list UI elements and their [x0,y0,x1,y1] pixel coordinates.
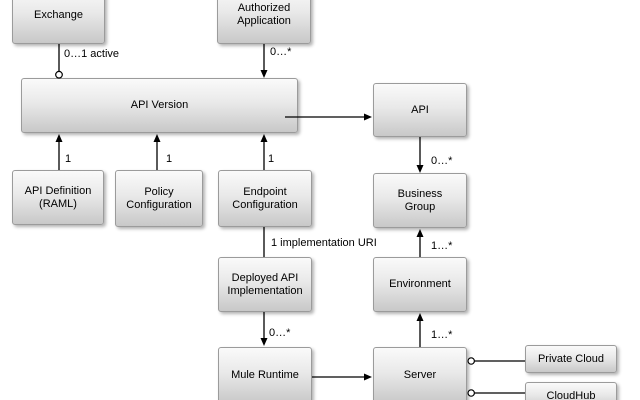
node-endpoint-configuration: Endpoint Configuration [218,170,312,227]
node-server: Server [373,347,467,400]
node-business-group-label: Business Group [397,187,443,213]
edge-label-endpoint-configuration-api-version: 1 [268,153,275,165]
edge-policy-configuration-api-version [153,134,161,170]
node-policy-configuration-label: Policy Configuration [126,185,192,211]
node-policy-configuration: Policy Configuration [115,170,203,227]
node-authorized-application-label: Authorized Application [237,2,291,27]
node-deployed-api-implementation: Deployed API Implementation [218,257,312,312]
edge-label-server-environment: 1…* [431,329,453,341]
node-cloudhub-label: CloudHub [546,389,596,400]
node-business-group: Business Group [373,173,467,228]
node-deployed-api-implementation-label: Deployed API Implementation [227,271,303,297]
edge-mule-runtime-server [312,373,372,381]
node-cloudhub: CloudHub [525,382,617,400]
edge-environment-business-group [416,229,424,257]
edge-label-policy-configuration-api-version: 1 [166,153,173,165]
node-exchange-label: Exchange [34,9,83,21]
node-api-definition-raml-label: API Definition (RAML) [24,184,92,210]
node-authorized-application: Authorized Application [217,0,311,44]
node-environment: Environment [373,257,467,312]
node-server-label: Server [403,369,437,381]
open-circle-marker [467,357,476,365]
edge-authorized-application-api-version [260,44,268,78]
edge-server-cloudhub [467,389,525,397]
edge-label-api-definition-api-version: 1 [65,153,72,165]
node-api-label: API [411,103,429,116]
arrowhead [416,313,424,321]
edge-api-version-api [285,113,372,121]
node-mule-runtime: Mule Runtime [218,347,312,400]
edge-label-deployed-api-mule-runtime: 0…* [269,327,291,339]
node-api-version: API Version [21,78,298,133]
arrowhead [416,165,424,173]
edge-label-environment-business-group: 1…* [431,240,453,252]
arrowhead [364,113,372,121]
node-api-definition-raml: API Definition (RAML) [12,170,104,225]
open-circle-marker [467,389,476,397]
edge-label-api-business-group: 0…* [431,155,453,167]
edge-server-environment [416,313,424,347]
arrowhead [55,134,63,142]
arrowhead [416,229,424,237]
edge-label-authorized-application-api-version: 0…* [270,46,292,58]
node-endpoint-configuration-label: Endpoint Configuration [232,185,298,211]
node-api-version-label: API Version [130,99,189,111]
arrowhead [153,134,161,142]
node-exchange: Exchange [12,0,105,44]
node-private-cloud: Private Cloud [525,345,617,373]
open-circle-marker [55,70,63,79]
node-private-cloud-label: Private Cloud [537,352,605,365]
edge-api-definition-api-version [55,134,63,170]
arrowhead [260,134,268,142]
edge-deployed-api-implementation-mule-runtime [260,312,268,346]
edge-server-private-cloud [467,357,525,365]
edge-label-exchange-api-version: 0…1 active [64,48,120,60]
node-api: API [373,83,467,137]
edge-endpoint-configuration-api-version [260,134,268,170]
node-environment-label: Environment [389,278,451,290]
edge-api-business-group [416,137,424,173]
edge-exchange-api-version [55,44,63,79]
arrowhead [364,373,372,381]
arrowhead [260,70,268,78]
edge-label-implementation-uri: 1 implementation URI [271,237,377,249]
node-mule-runtime-label: Mule Runtime [231,369,299,381]
arrowhead [260,338,268,346]
